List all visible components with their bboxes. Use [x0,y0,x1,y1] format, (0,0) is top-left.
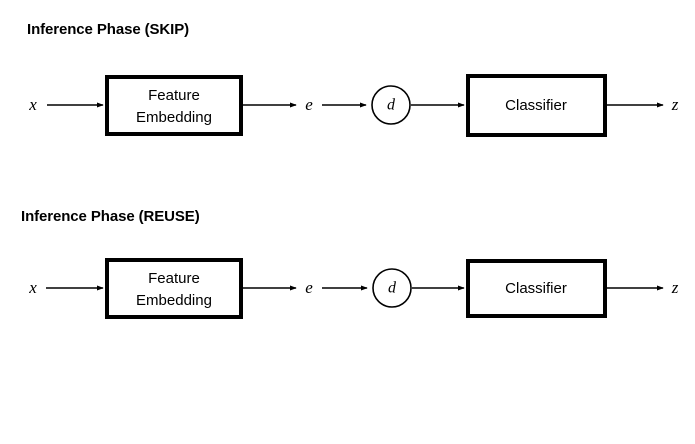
box-feature-embedding-reuse[interactable] [105,258,243,319]
output-label-z-skip: z [671,95,679,114]
input-label-x-reuse: x [28,278,37,297]
intermediate-label-e-reuse: e [305,278,313,297]
phase-title-skip: Inference Phase (SKIP) [27,21,190,38]
box-feature-embedding-label-line1-skip: Feature [148,87,200,104]
node-label-d-reuse: d [388,280,397,297]
phase-title-reuse: Inference Phase (REUSE) [21,208,200,225]
pipeline-row-reuse: x Feature Embedding e d Classifier z [28,258,679,319]
box-feature-embedding-label-line2-skip: Embedding [136,109,212,126]
intermediate-label-e-skip: e [305,95,313,114]
output-label-z-reuse: z [671,278,679,297]
box-feature-embedding-skip[interactable] [105,75,243,136]
node-circle-d-skip[interactable] [371,85,411,125]
pipeline-row-skip: x Feature Embedding e d Classifier z [28,74,679,137]
input-label-x-skip: x [28,95,37,114]
node-label-d-skip: d [387,97,396,114]
node-circle-d-reuse[interactable] [372,268,412,308]
box-feature-embedding-label-line1-reuse: Feature [148,270,200,287]
box-classifier-label-reuse: Classifier [505,280,567,297]
box-feature-embedding-label-line2-reuse: Embedding [136,292,212,309]
box-classifier-label-skip: Classifier [505,97,567,114]
